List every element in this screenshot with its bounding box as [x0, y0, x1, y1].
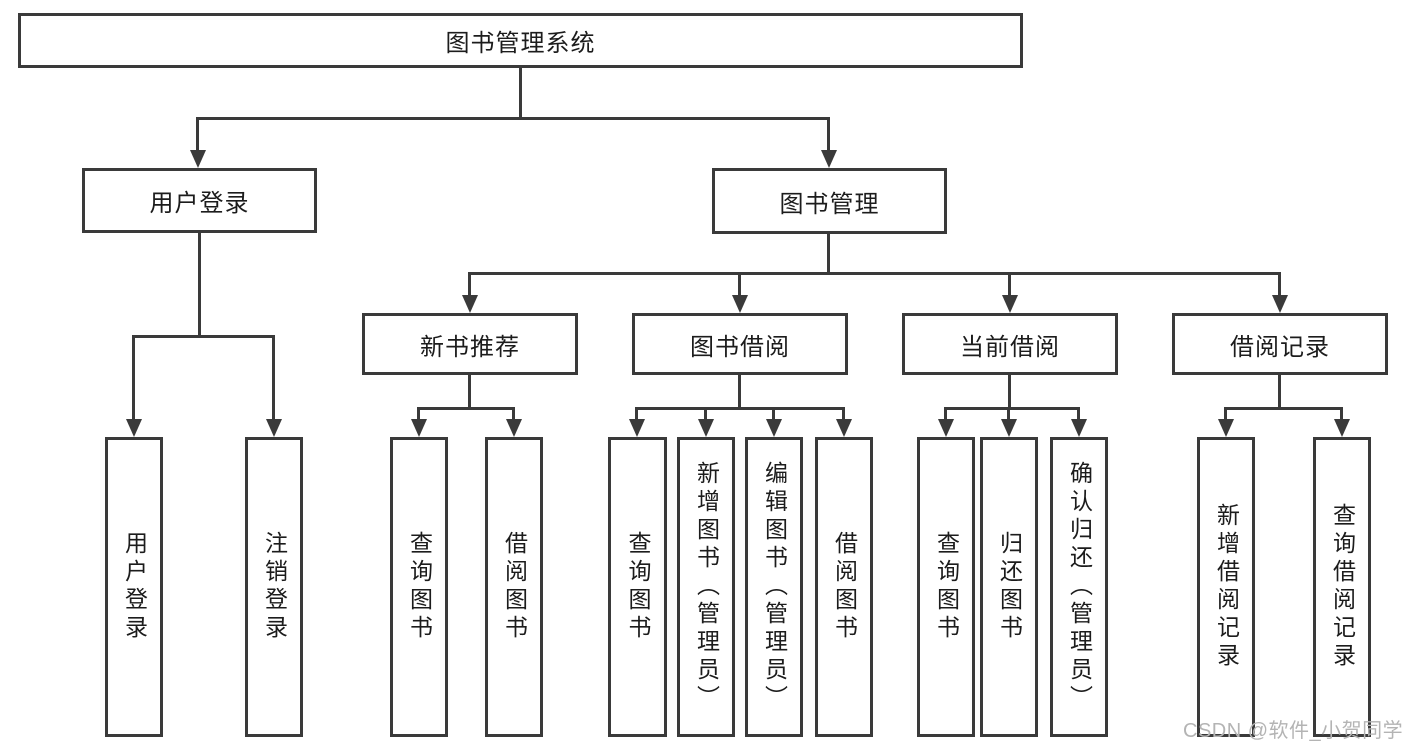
- connector-line: [1278, 272, 1281, 297]
- arrowhead-icon: [1218, 419, 1234, 437]
- arrowhead-icon: [506, 419, 522, 437]
- leaf-label: 归还图书: [996, 531, 1023, 643]
- leaf-label: 确认归还（管理员）: [1066, 461, 1093, 713]
- connector-line: [468, 272, 471, 297]
- connector-line: [468, 375, 471, 407]
- leaf-query-books: 查询图书: [390, 437, 448, 737]
- node-book-borrow: 图书借阅: [632, 313, 848, 375]
- arrowhead-icon: [629, 419, 645, 437]
- leaf-label: 新增借阅记录: [1213, 503, 1240, 671]
- leaf-borrow-books: 借阅图书: [485, 437, 543, 737]
- connector-line: [417, 407, 515, 410]
- leaf-add-borrow-record: 新增借阅记录: [1197, 437, 1255, 737]
- connector-line: [272, 335, 275, 421]
- leaf-add-books-admin: 新增图书（管理员）: [677, 437, 735, 737]
- connector-line: [635, 407, 845, 410]
- connector-line: [772, 407, 775, 421]
- arrowhead-icon: [821, 150, 837, 168]
- leaf-borrow-books: 借阅图书: [815, 437, 873, 737]
- leaf-label: 查询借阅记录: [1329, 503, 1356, 671]
- leaf-label: 用户登录: [121, 531, 148, 643]
- connector-line: [519, 68, 522, 117]
- arrowhead-icon: [1002, 295, 1018, 313]
- arrowhead-icon: [836, 419, 852, 437]
- leaf-label: 查询图书: [933, 531, 960, 643]
- node-book-management: 图书管理: [712, 168, 947, 234]
- connector-line: [198, 233, 201, 335]
- csdn-watermark: CSDN @软件_小贺同学: [1183, 720, 1404, 742]
- leaf-user-login: 用户登录: [105, 437, 163, 737]
- leaf-label: 注销登录: [261, 531, 288, 643]
- connector-line: [1008, 375, 1011, 407]
- node-label: 图书管理: [779, 190, 880, 218]
- connector-line: [827, 117, 830, 152]
- arrowhead-icon: [1001, 419, 1017, 437]
- leaf-label: 查询图书: [406, 531, 433, 643]
- arrowhead-icon: [938, 419, 954, 437]
- connector-line: [1224, 407, 1343, 410]
- connector-line: [944, 407, 947, 421]
- node-label: 用户登录: [149, 190, 250, 217]
- connector-line: [1008, 272, 1011, 297]
- connector-line: [635, 407, 638, 421]
- connector-line: [1340, 407, 1343, 421]
- node-label: 新书推荐: [420, 333, 520, 361]
- node-borrow-records: 借阅记录: [1172, 313, 1388, 375]
- leaf-label: 编辑图书（管理员）: [761, 461, 788, 713]
- connector-line: [468, 272, 1281, 275]
- arrowhead-icon: [266, 419, 282, 437]
- connector-line: [738, 375, 741, 407]
- leaf-label: 借阅图书: [831, 531, 858, 643]
- connector-line: [704, 407, 707, 421]
- leaf-confirm-return-admin: 确认归还（管理员）: [1050, 437, 1108, 737]
- connector-line: [512, 407, 515, 421]
- arrowhead-icon: [462, 295, 478, 313]
- connector-line: [842, 407, 845, 421]
- arrowhead-icon: [698, 419, 714, 437]
- connector-line: [417, 407, 420, 421]
- arrowhead-icon: [1334, 419, 1350, 437]
- node-label: 借阅记录: [1230, 333, 1330, 361]
- arrowhead-icon: [411, 419, 427, 437]
- leaf-query-books: 查询图书: [608, 437, 667, 737]
- connector-line: [1077, 407, 1080, 421]
- connector-line: [1278, 375, 1281, 407]
- leaf-return-books: 归还图书: [980, 437, 1038, 737]
- node-label: 图书借阅: [690, 333, 790, 361]
- node-root-label: 图书管理系统: [445, 30, 596, 57]
- node-current-borrow: 当前借阅: [902, 313, 1118, 375]
- connector-line: [1007, 407, 1010, 421]
- arrowhead-icon: [1272, 295, 1288, 313]
- connector-line: [827, 234, 830, 272]
- node-label: 当前借阅: [960, 333, 1060, 361]
- leaf-label: 查询图书: [625, 531, 651, 643]
- leaf-query-borrow-record: 查询借阅记录: [1313, 437, 1371, 737]
- node-root: 图书管理系统: [18, 13, 1023, 68]
- node-new-book-recommend: 新书推荐: [362, 313, 578, 375]
- leaf-label: 新增图书（管理员）: [693, 461, 720, 713]
- connector-line: [196, 117, 830, 120]
- node-user-login: 用户登录: [82, 168, 317, 233]
- connector-line: [132, 335, 275, 338]
- connector-line: [196, 117, 199, 152]
- connector-line: [1224, 407, 1227, 421]
- leaf-logout: 注销登录: [245, 437, 303, 737]
- arrowhead-icon: [190, 150, 206, 168]
- connector-line: [738, 272, 741, 297]
- connector-line: [132, 335, 135, 421]
- leaf-edit-books-admin: 编辑图书（管理员）: [745, 437, 803, 737]
- arrowhead-icon: [1071, 419, 1087, 437]
- connector-line: [944, 407, 1080, 410]
- arrowhead-icon: [766, 419, 782, 437]
- leaf-label: 借阅图书: [501, 531, 528, 643]
- arrowhead-icon: [126, 419, 142, 437]
- leaf-query-books: 查询图书: [917, 437, 975, 737]
- arrowhead-icon: [732, 295, 748, 313]
